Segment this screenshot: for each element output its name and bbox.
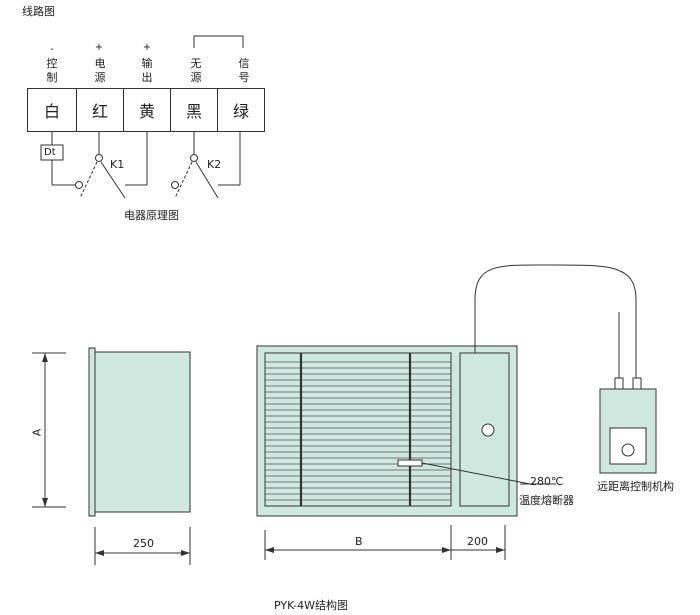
terminal-green: 绿 <box>217 88 265 132</box>
k1-label: K1 <box>110 158 125 171</box>
k1-blade <box>79 161 98 199</box>
structure-caption: PYK-4W结构图 <box>274 599 349 612</box>
remote-controller-label: 远距离控制机构 <box>597 480 674 493</box>
dimension-b-label: B <box>355 535 363 548</box>
circuit-caption: 电器原理图 <box>124 209 179 222</box>
k2-contact-left <box>171 181 179 189</box>
terminal-label-bottom: 制 <box>46 71 58 84</box>
diagram-title: 线路图 <box>22 5 55 18</box>
side-view-flange <box>88 347 96 517</box>
terminal-label-bottom: 源 <box>190 71 202 84</box>
terminal-polarity: - <box>50 44 54 55</box>
terminal-polarity: + <box>94 42 104 53</box>
remote-stub-right <box>632 377 642 390</box>
terminal-white: 白 <box>27 88 77 132</box>
actuator-knob <box>481 423 495 437</box>
temperature-fuse <box>397 459 423 467</box>
terminal-red: 红 <box>76 88 124 132</box>
fuse-temperature-label: 280℃ <box>530 475 564 488</box>
terminal-label-bottom: 源 <box>94 71 106 84</box>
terminal-label-bottom: 号 <box>238 71 250 84</box>
k2-label: K2 <box>207 158 222 171</box>
k2-pivot <box>190 154 198 162</box>
dt-label: Dt <box>44 147 56 158</box>
louver-area <box>264 352 452 507</box>
side-view-body <box>94 351 191 513</box>
louver-slats <box>265 361 451 501</box>
remote-knob <box>621 443 635 457</box>
terminal-label-top: 信 <box>238 57 250 70</box>
terminal-polarity: + <box>142 42 152 53</box>
fuse-label: 温度熔断器 <box>519 494 574 507</box>
k2-blade <box>174 161 193 199</box>
terminal-label-top: 控 <box>46 57 58 70</box>
signal-bracket <box>193 35 244 48</box>
terminal-label-top: 电 <box>94 57 106 70</box>
k1-pivot <box>95 154 103 162</box>
terminal-label-top: 输 <box>141 57 153 70</box>
terminal-label-bottom: 出 <box>141 71 153 84</box>
dimension-200-label: 200 <box>467 535 488 548</box>
dimension-250-label: 250 <box>133 537 154 550</box>
terminal-label-top: 无 <box>190 57 202 70</box>
control-cable <box>474 264 637 378</box>
dimension-a-label: A <box>30 428 44 437</box>
remote-stub-left <box>614 377 624 390</box>
k1-contact-left <box>75 181 83 189</box>
